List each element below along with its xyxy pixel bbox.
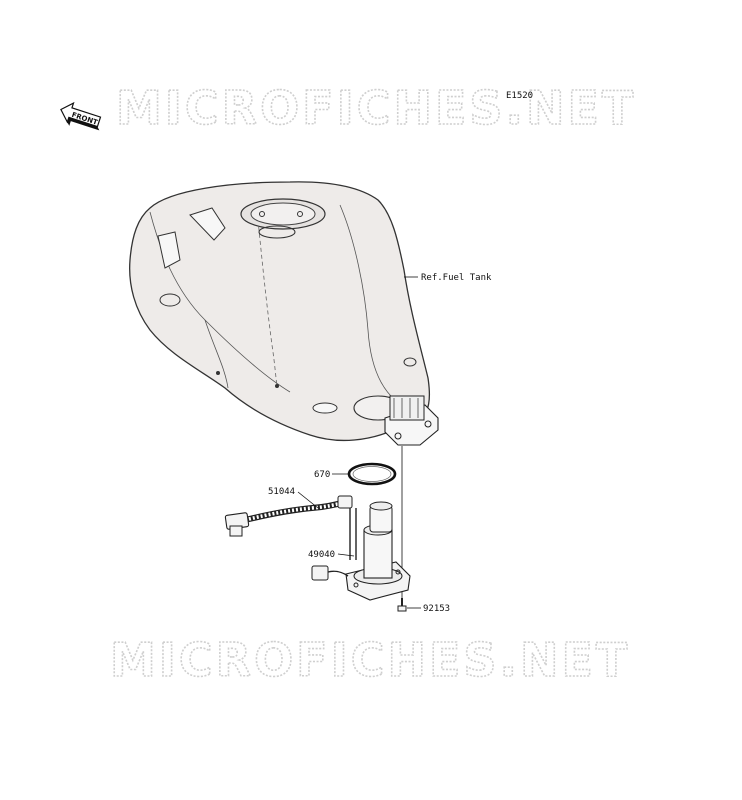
diagram-code: E1520 [506, 91, 533, 101]
front-arrow-icon: FRONT [60, 101, 102, 131]
part-label-51044: 51044 [268, 487, 295, 497]
part-label-49040: 49040 [308, 550, 335, 560]
oring-670 [347, 462, 397, 486]
fuel-pump-49040 [311, 501, 411, 601]
watermark-top: MICROFICHES.NET [116, 81, 636, 135]
watermark-bottom: MICROFICHES.NET [110, 633, 630, 687]
pump-leader-line [337, 553, 355, 557]
harness-51044 [224, 495, 353, 537]
ref-fuel-tank-label: Ref.Fuel Tank [421, 273, 492, 283]
bolt-92153 [397, 598, 407, 612]
part-label-670: 670 [314, 470, 330, 480]
part-label-92153: 92153 [423, 604, 450, 614]
harness-leader-line [297, 491, 319, 509]
fuel-tank [129, 181, 439, 446]
